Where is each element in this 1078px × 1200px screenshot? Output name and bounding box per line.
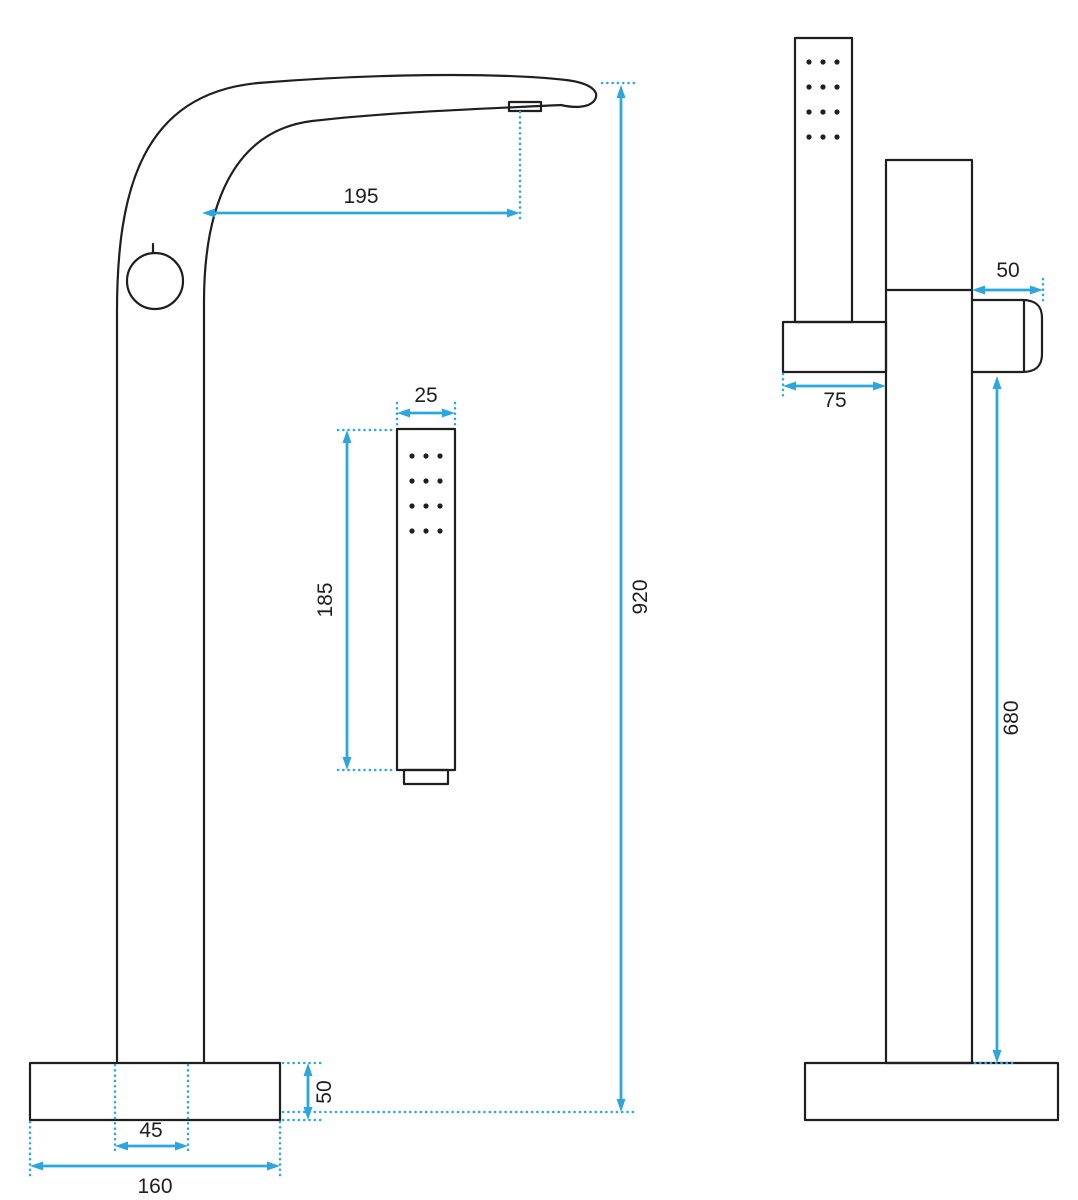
handle-knob [125,251,185,311]
dimension-label-spout-depth: 50 [996,259,1019,282]
dimension-handshower-width: 25 [395,384,457,427]
dimension-label-base-height: 50 [313,1080,336,1103]
column-side [884,158,974,1065]
spout-side [970,298,1044,374]
dimension-base-width: 160 [28,1120,282,1198]
dimension-total-height: 920 [281,81,652,1114]
dimension-spout-reach: 195 [202,110,522,224]
shower-bracket [781,320,888,374]
dimension-label-handshower-width: 25 [414,384,437,407]
dimension-base-height: 50 [281,1061,336,1122]
dimension-label-bracket-depth: 75 [823,389,846,412]
hand-shower-body-side [793,36,854,324]
spray-holes-side [806,59,840,140]
dimension-label-spout-reach: 195 [343,185,378,208]
spout-outlet [507,100,543,113]
dimension-label-handshower-length: 185 [314,582,337,617]
spray-holes [409,453,443,534]
dimension-spout-to-floor: 680 [973,376,1023,1065]
faucet-body-outline [115,73,598,1065]
side-view [781,36,1060,1122]
hand-shower-side [793,36,854,324]
hand-shower-front [395,427,457,786]
base-front [28,1061,282,1122]
dimension-column-width: 45 [113,1063,190,1156]
dimension-label-total-height: 920 [629,579,652,614]
dimension-bracket-depth: 75 [781,372,886,412]
hand-shower-nozzle [402,768,450,786]
dimension-label-base-width: 160 [137,1175,172,1198]
dimension-label-column-width: 45 [139,1119,162,1142]
dimension-label-spout-to-floor: 680 [1000,700,1023,735]
base-side [803,1061,1060,1122]
front-view [28,73,598,1122]
dimension-spout-depth: 50 [972,259,1045,304]
dimension-handshower-length: 185 [314,428,395,772]
